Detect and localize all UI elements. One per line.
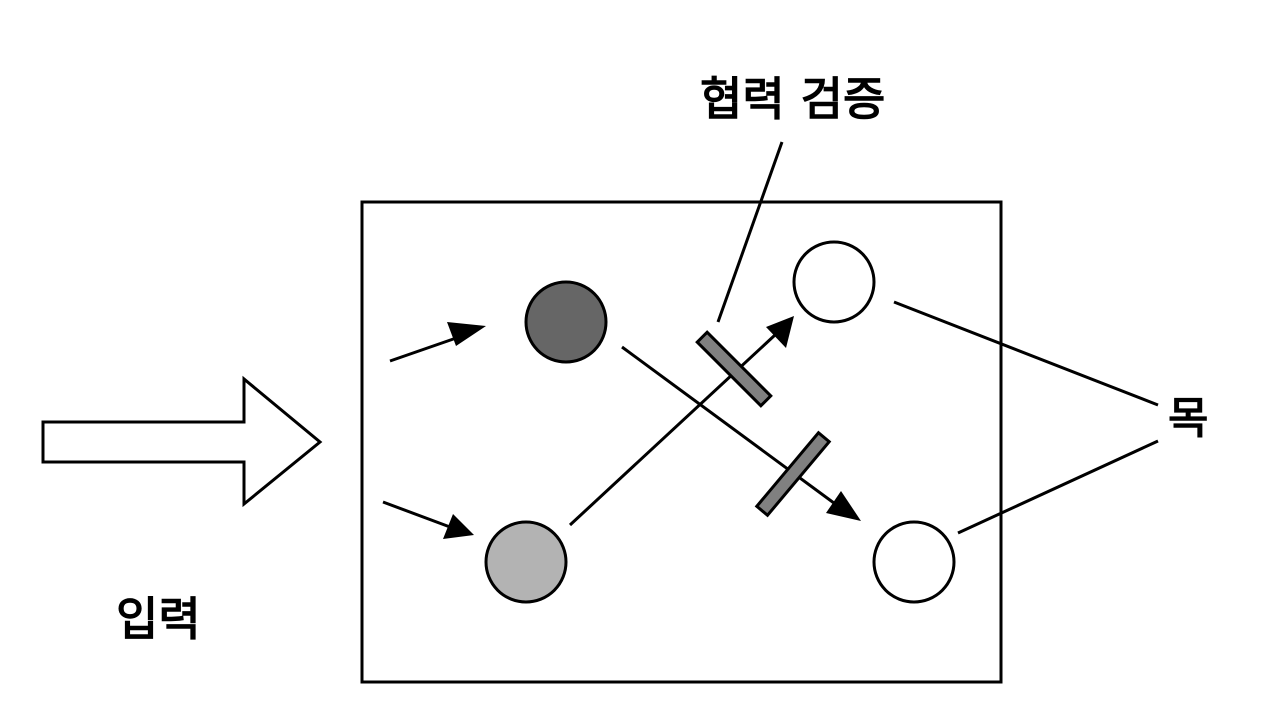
- input-arrow: [41, 375, 323, 508]
- targets-label: 목: [1168, 393, 1209, 444]
- target-callout-line-bottom: [957, 439, 1159, 535]
- verifier-bar-bottom: [754, 430, 832, 518]
- system-box: [360, 200, 1003, 684]
- link-light-to-target-top: [568, 316, 794, 527]
- node-light: [484, 520, 568, 604]
- incoming-arrow-top: [389, 322, 486, 363]
- node-target-bottom: [872, 520, 956, 604]
- node-target-top: [792, 240, 876, 324]
- target-callout-line-top: [893, 300, 1159, 407]
- node-dark: [524, 280, 608, 364]
- link-dark-to-target-bottom: [621, 345, 861, 521]
- input-label: 입력: [116, 592, 201, 646]
- incoming-arrow-bottom: [382, 500, 474, 539]
- cooperative-verification-label: 협력 검증: [700, 72, 886, 126]
- verify-callout-line: [716, 141, 784, 323]
- verifier-bar-top: [695, 330, 773, 408]
